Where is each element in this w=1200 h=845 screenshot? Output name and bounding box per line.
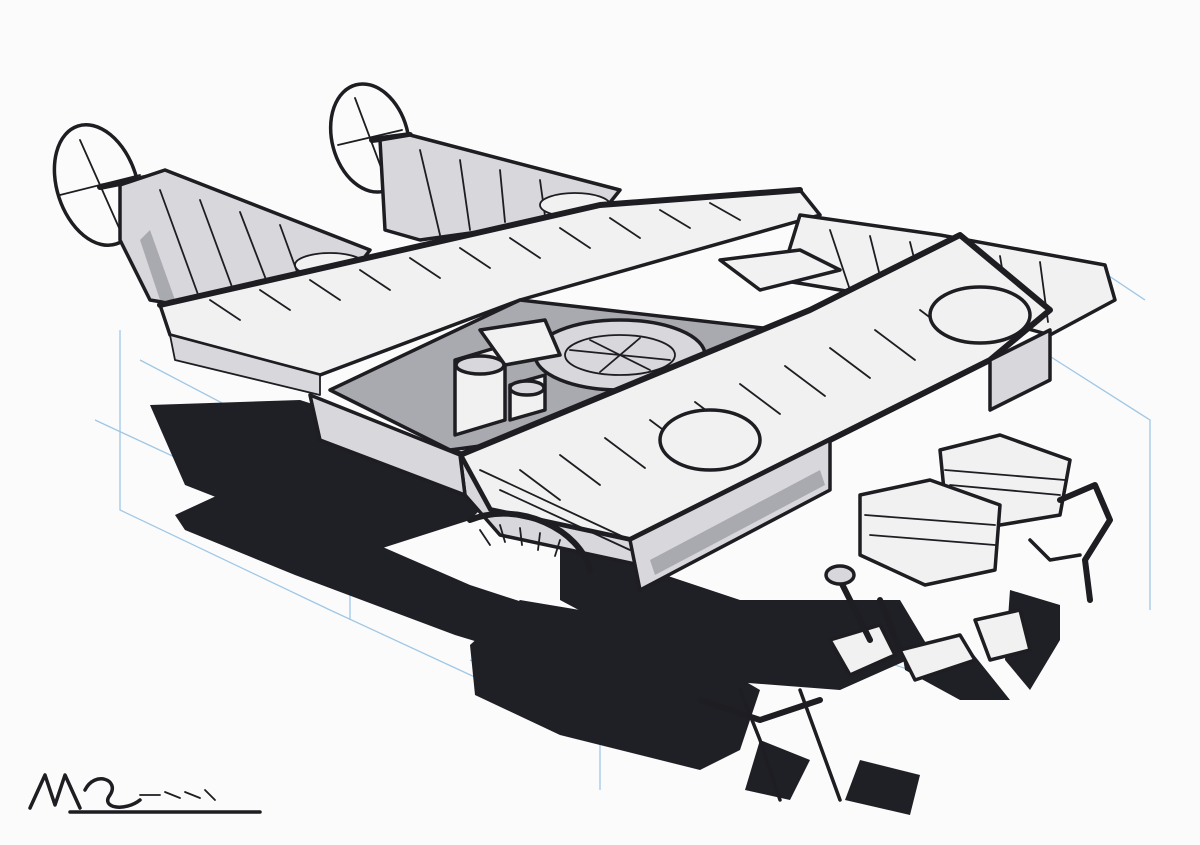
front-deck xyxy=(457,232,1053,567)
cylinder-tanks xyxy=(453,318,562,437)
artist-signature xyxy=(28,773,262,814)
cargo-crates xyxy=(858,433,1072,587)
main-deck xyxy=(157,187,822,396)
front-hull xyxy=(308,328,1052,592)
track-wheels xyxy=(467,510,842,802)
mechanical-legs xyxy=(824,482,1113,682)
